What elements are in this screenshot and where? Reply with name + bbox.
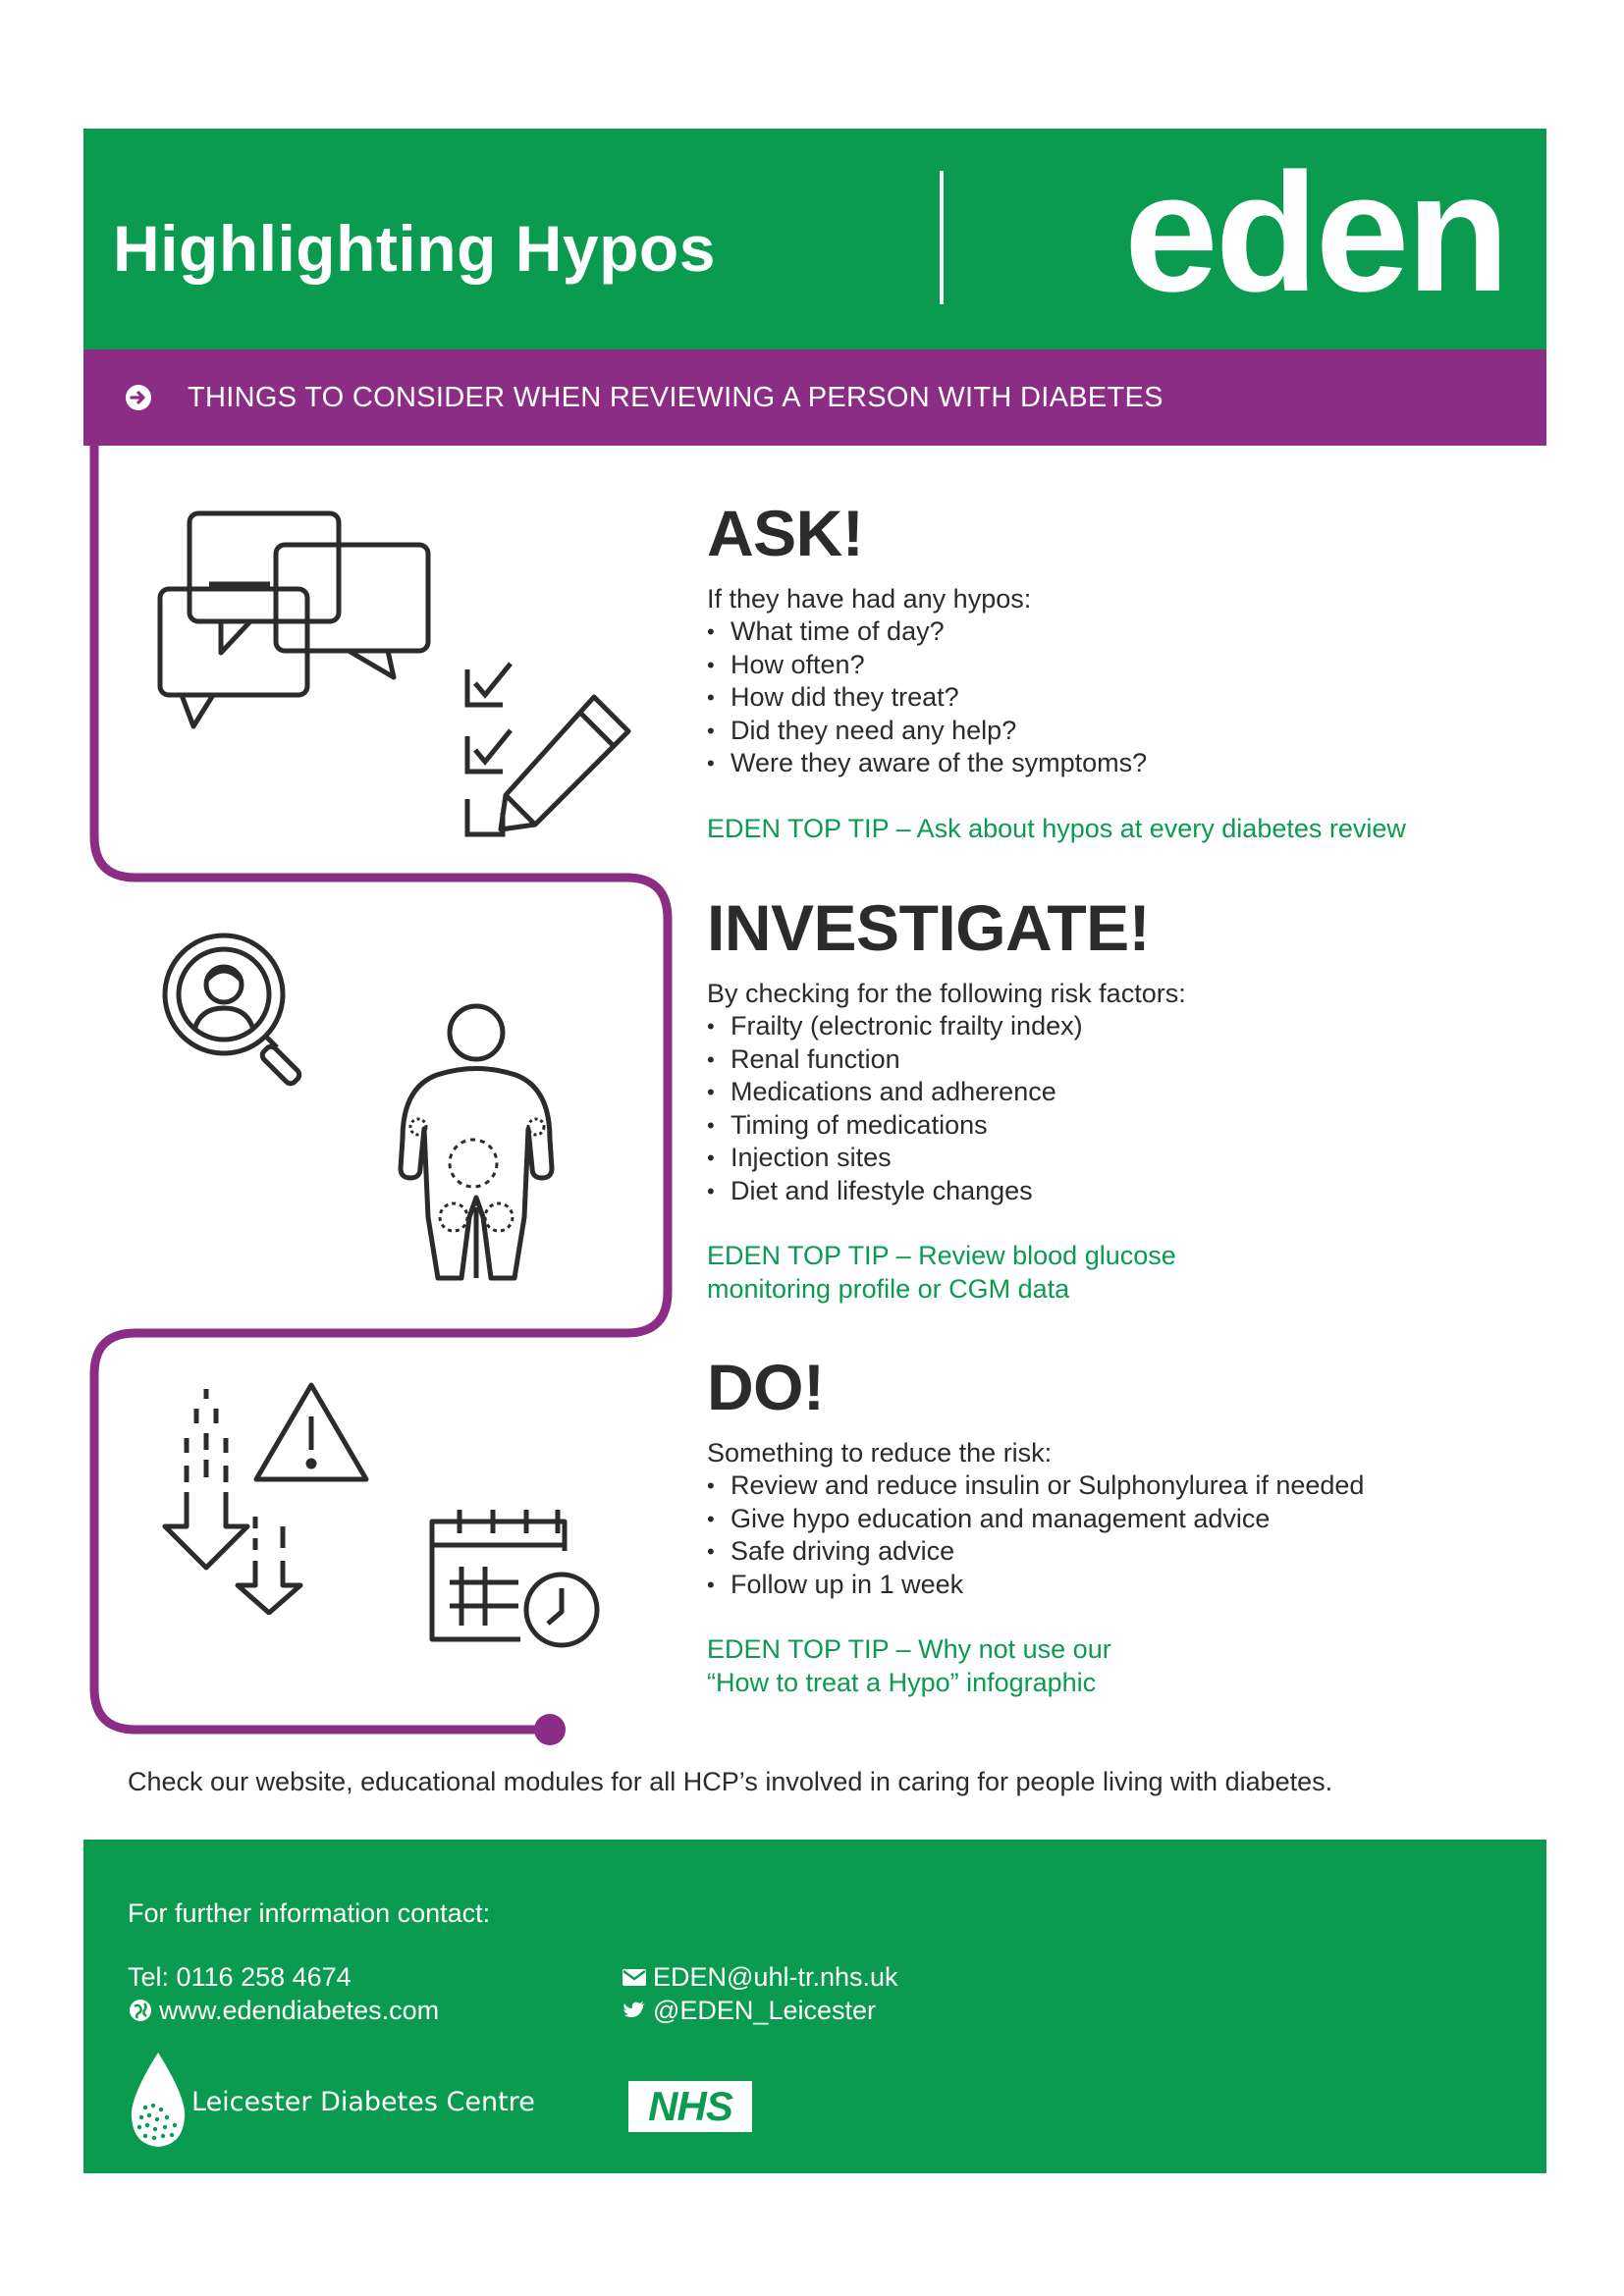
do-tip-line2: “How to treat a Hypo” infographic [707, 1668, 1097, 1697]
ask-section: ASK! If they have had any hypos: What ti… [707, 496, 1512, 845]
do-section: DO! Something to reduce the risk: Review… [707, 1350, 1512, 1699]
do-intro: Something to reduce the risk: [707, 1438, 1053, 1468]
envelope-icon [623, 1969, 646, 1986]
email-link[interactable]: EDEN@uhl-tr.nhs.uk [622, 1962, 898, 1993]
header-divider [940, 171, 944, 304]
do-title: DO! [707, 1351, 825, 1423]
ask-title: ASK! [707, 497, 864, 569]
list-item: Frailty (electronic frailty index) [707, 1010, 1512, 1043]
do-tip-line1: EDEN TOP TIP – Why not use our [707, 1634, 1111, 1664]
twitter-link[interactable]: @EDEN_Leicester [622, 1996, 876, 2026]
investigate-list: Frailty (electronic frailty index) Renal… [707, 1010, 1512, 1207]
investigate-section: INVESTIGATE! By checking for the followi… [707, 890, 1512, 1306]
website-text: www.edendiabetes.com [159, 1996, 440, 2025]
warning-icon [253, 1382, 369, 1482]
do-list: Review and reduce insulin or Sulphonylur… [707, 1469, 1512, 1601]
email-text: EDEN@uhl-tr.nhs.uk [653, 1962, 898, 1992]
list-item: Timing of medications [707, 1109, 1512, 1143]
footer: For further information contact: Tel: 01… [83, 1840, 1546, 2173]
phone-number: Tel: 0116 258 4674 [128, 1962, 352, 1992]
globe-icon [130, 2000, 151, 2021]
banner-text: THINGS TO CONSIDER WHEN REVIEWING A PERS… [188, 382, 1164, 413]
list-item: Review and reduce insulin or Sulphonylur… [707, 1469, 1512, 1503]
pencil-icon [498, 694, 631, 832]
list-item: How did they treat? [707, 681, 1512, 715]
list-item: Safe driving advice [707, 1535, 1512, 1569]
list-item: How often? [707, 649, 1512, 682]
ask-tip: EDEN TOP TIP – Ask about hypos at every … [707, 813, 1406, 843]
list-item: Follow up in 1 week [707, 1569, 1512, 1602]
list-item: Diet and lifestyle changes [707, 1175, 1512, 1208]
list-item: Did they need any help? [707, 715, 1512, 748]
list-item: Give hypo education and management advic… [707, 1503, 1512, 1536]
speech-bubbles-icon [157, 510, 431, 729]
website-note: Check our website, educational modules f… [128, 1767, 1333, 1796]
nhs-logo-text: NHS [648, 2083, 733, 2129]
list-item: Were they aware of the symptoms? [707, 747, 1512, 780]
header: Highlighting Hypos eden [83, 129, 1546, 349]
nhs-logo: NHS [628, 2081, 752, 2132]
contact-heading: For further information contact: [128, 1898, 491, 1928]
down-arrows-icon [162, 1389, 303, 1615]
eden-logo: eden [1124, 138, 1509, 327]
list-item: Injection sites [707, 1142, 1512, 1175]
ask-list: What time of day? How often? How did the… [707, 615, 1512, 780]
investigate-tip-line1: EDEN TOP TIP – Review blood glucose [707, 1241, 1176, 1270]
twitter-text: @EDEN_Leicester [653, 1996, 876, 2025]
page-title: Highlighting Hypos [113, 212, 716, 285]
ldc-drop-logo-icon [131, 2053, 186, 2147]
magnifier-person-icon [162, 933, 302, 1087]
body-injection-sites-icon [398, 1003, 555, 1281]
investigate-tip-line2: monitoring profile or CGM data [707, 1274, 1070, 1304]
ldc-logo-text: Leicester Diabetes Centre [191, 2087, 535, 2117]
ask-intro: If they have had any hypos: [707, 584, 1032, 614]
list-item: Medications and adherence [707, 1076, 1512, 1109]
investigate-title: INVESTIGATE! [707, 891, 1151, 964]
investigate-intro: By checking for the following risk facto… [707, 979, 1186, 1008]
arrow-right-circle-icon [126, 385, 151, 410]
calendar-clock-icon [429, 1510, 600, 1648]
list-item: What time of day? [707, 615, 1512, 649]
twitter-icon [623, 2002, 645, 2017]
list-item: Renal function [707, 1043, 1512, 1077]
website-link[interactable]: www.edendiabetes.com [128, 1996, 439, 2026]
section-banner: THINGS TO CONSIDER WHEN REVIEWING A PERS… [83, 349, 1546, 446]
